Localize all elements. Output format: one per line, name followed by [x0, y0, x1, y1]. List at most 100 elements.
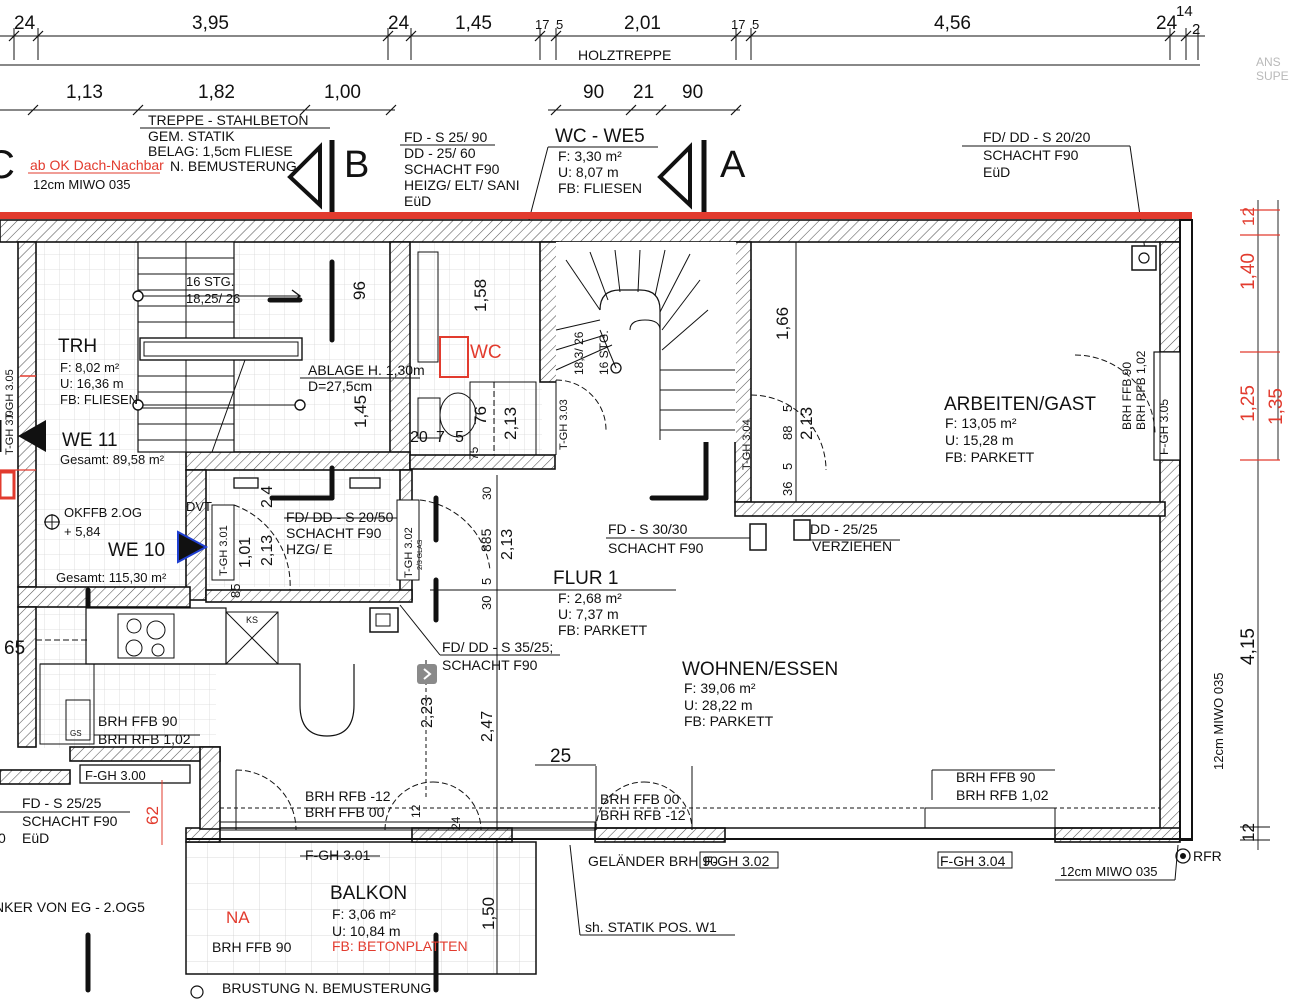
section-c-label: C — [0, 143, 15, 187]
insulation-right — [1179, 219, 1193, 841]
dd-2525-note: DD - 25/25 VERZIEHEN — [793, 519, 900, 554]
dim-top-24a: 24 — [14, 13, 36, 34]
svg-text:OKFFB 2.OG: OKFFB 2.OG — [64, 505, 142, 520]
dim-top-2: 2 — [1192, 21, 1200, 38]
svg-text:TRH: TRH — [58, 336, 97, 357]
dim-right-125: 1,25 — [1238, 385, 1259, 422]
dim-5: 5 — [455, 429, 464, 446]
fd-right-note: FD/ DD - S 20/20 SCHACHT F90 EüD — [962, 129, 1146, 251]
svg-text:FB: FLIESEN: FB: FLIESEN — [60, 392, 138, 407]
window-fgh301: F-GH 3.01 — [305, 847, 371, 863]
dim-96: 96 — [350, 281, 369, 300]
fd-sani-note: FD - S 25/ 90 DD - 25/ 60 SCHACHT F90 HE… — [400, 129, 520, 209]
svg-text:WC - WE5: WC - WE5 — [555, 126, 645, 147]
svg-text:FB: BETONPLATTEN: FB: BETONPLATTEN — [332, 938, 468, 954]
dim-25: 65 — [4, 638, 25, 659]
svg-text:FD - S 25/ 90: FD - S 25/ 90 — [404, 129, 487, 145]
miwo-top-note: 12cm MIWO 035 — [33, 177, 131, 192]
trh-stair-count: 16 STG. — [186, 274, 234, 289]
dim-213b: 2,13 — [797, 407, 816, 440]
svg-text:EüD: EüD — [22, 830, 49, 846]
dim-65: 25 — [550, 746, 571, 767]
section-cut-lines — [85, 259, 709, 993]
svg-text:SCHACHT F90: SCHACHT F90 — [442, 657, 538, 673]
dim-213c: 2,13 — [259, 535, 276, 566]
svg-text:FLUR 1: FLUR 1 — [553, 568, 618, 589]
svg-text:F: 8,02 m²: F: 8,02 m² — [60, 360, 120, 375]
dim-85: 85 — [228, 584, 243, 598]
svg-text:Gesamt: 89,58 m²: Gesamt: 89,58 m² — [60, 452, 165, 467]
window-fgh300: F-GH 3.00 — [85, 768, 146, 783]
second-dimension-chain: 1,13 1,82 1,00 90 21 90 — [0, 82, 742, 116]
dach-nachbar-note: ab OK Dach-Nachbar — [30, 157, 164, 173]
hzg-shaft-area: FD/ DD - S 20/50 SCHACHT F90 HZG/ E DVT … — [186, 477, 491, 633]
dim-top-201: 2,01 — [624, 13, 661, 34]
fd-3525-note: FD/ DD - S 35/25; SCHACHT F90 — [399, 604, 560, 673]
dim-right-415: 4,15 — [1238, 628, 1259, 665]
anker-note: NKER VON EG - 2.OG5 — [0, 899, 145, 915]
kitchen: KS GS 65 BRH FFB 90 BRH RFB 1,02 — [4, 607, 355, 747]
svg-text:FD/ DD - S 20/50: FD/ DD - S 20/50 — [286, 509, 394, 525]
wc-symbol: WC — [470, 342, 502, 363]
room-balkon: BALKON F: 3,06 m² U: 10,84 m FB: BETONPL… — [190, 804, 498, 999]
svg-text:FB: PARKETT: FB: PARKETT — [558, 622, 648, 638]
dim-30b: 30 — [480, 486, 494, 500]
gast-brh-rfb: BRH RFB 1,02 — [1134, 350, 1148, 430]
glass-note: 2/3 GLAS — [417, 539, 424, 570]
trh-staircase: 16 STG. 18,25/ 26 — [132, 241, 306, 453]
dim-5c: 5 — [780, 463, 795, 470]
trh-stair-ratio: 18,25/ 26 — [186, 291, 240, 306]
svg-text:BRH RFB -12: BRH RFB -12 — [600, 807, 686, 823]
svg-text:FB: PARKETT: FB: PARKETT — [945, 449, 1035, 465]
svg-text:FD/ DD - S 20/20: FD/ DD - S 20/20 — [983, 129, 1091, 145]
dvt-label: DVT — [186, 499, 212, 514]
wood-staircase: 18,3/ 26 16 STG. T-GH 3.03 — [555, 242, 736, 455]
svg-text:TREPPE - STAHLBETON: TREPPE - STAHLBETON — [148, 112, 309, 128]
stair-ratio-right: 18,3/ 26 — [572, 331, 586, 375]
holztreppe-label: HOLZTREPPE — [578, 47, 671, 63]
dim-166: 1,66 — [773, 307, 792, 340]
svg-text:FB: FLIESEN: FB: FLIESEN — [558, 180, 642, 196]
window-fgh304: F-GH 3.04 — [940, 853, 1006, 869]
room-trh: TRH F: 8,02 m² U: 16,36 m FB: FLIESEN — [58, 336, 138, 407]
window-tgh303: T-GH 3.03 — [558, 399, 570, 450]
bottom-notes: sh. STATIK POS. W1 GELÄNDER BRH 90 F-GH … — [569, 672, 1226, 936]
unit-we11-marker: WE 11 Gesamt: 89,58 m² — [0, 420, 165, 467]
dim-150: 1,50 — [479, 897, 498, 930]
svg-text:U: 8,07 m: U: 8,07 m — [558, 164, 619, 180]
dim-right-135: 1,35 — [1266, 388, 1287, 425]
svg-text:+ 5,84: + 5,84 — [64, 524, 101, 539]
svg-text:ABLAGE H. 1,30m: ABLAGE H. 1,30m — [308, 362, 425, 378]
level-marker: OKFFB 2.OG + 5,84 — [44, 505, 142, 539]
window-fgh302: F-GH 3.02 — [704, 853, 770, 869]
balkon-brh: BRH FFB 90 — [212, 939, 292, 955]
dim-right-12a: 12 — [1239, 207, 1258, 226]
dim-top-24b: 24 — [388, 13, 410, 34]
window-fgh305: F-GH 3.05 — [1157, 399, 1171, 455]
dim-101: 1,01 — [237, 537, 254, 568]
dim-top-24c: 24 — [1156, 13, 1178, 34]
dim-top-145: 1,45 — [455, 13, 492, 34]
na-label: NA — [226, 908, 250, 927]
svg-text:DD - 25/ 60: DD - 25/ 60 — [404, 145, 476, 161]
svg-text:U: 16,36 m: U: 16,36 m — [60, 376, 124, 391]
svg-text:N. BEMUSTERUNG: N. BEMUSTERUNG — [170, 158, 297, 174]
brustung-note: BRUSTUNG N. BEMUSTERUNG — [222, 980, 431, 996]
ks-label: KS — [246, 615, 258, 625]
svg-text:BRH RFB 1,02: BRH RFB 1,02 — [956, 787, 1049, 803]
window-tgh305: T-GH 3.05 — [4, 369, 16, 420]
svg-text:SCHACHT F90: SCHACHT F90 — [286, 525, 382, 541]
dim-top-395: 3,95 — [192, 13, 229, 34]
dim-20: 20 — [410, 429, 428, 446]
ablage-note: ABLAGE H. 1,30m D=27,5cm 96 1,45 — [300, 281, 425, 428]
rfr-label: RFR — [1193, 848, 1222, 864]
dim-30a: 30 — [479, 596, 494, 610]
right-dimension-chain: 12 1,40 1,25 1,35 4,15 12 — [1238, 200, 1287, 850]
svg-text:SCHACHT F90: SCHACHT F90 — [22, 813, 118, 829]
svg-text:SCHACHT F90: SCHACHT F90 — [404, 161, 500, 177]
dim-5b: 5 — [780, 405, 795, 412]
top-dimension-chain: 24 3,95 24 1,45 17 5 2,01 17 5 4,56 24 1… — [0, 3, 1289, 83]
dim-top-17a: 17 — [535, 17, 549, 32]
gs-label: GS — [70, 729, 82, 738]
